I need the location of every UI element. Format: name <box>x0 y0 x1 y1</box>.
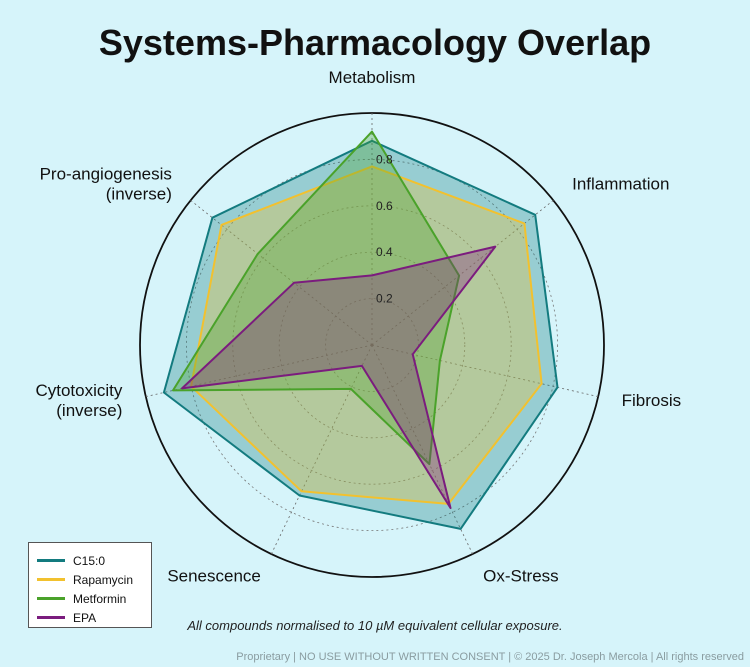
axis-label-5: Cytotoxicity(inverse) <box>35 381 122 420</box>
legend-item-epa: EPA <box>37 608 151 627</box>
legend-swatch-rapamycin <box>37 578 65 581</box>
tick-label-3: 0.8 <box>376 152 393 166</box>
axis-label-0-line-0: Metabolism <box>329 68 416 87</box>
legend-swatch-epa <box>37 616 65 619</box>
tick-label-0: 0.2 <box>376 292 393 306</box>
spoke-1 <box>371 200 554 346</box>
legend-item-metformin: Metformin <box>37 589 151 608</box>
legend-swatch-metformin <box>37 597 65 600</box>
series-epa <box>181 245 497 509</box>
legend-label-epa: EPA <box>73 610 97 625</box>
axis-label-6-line-1: (inverse) <box>106 184 172 203</box>
copyright-notice: Proprietary | NO USE WITHOUT WRITTEN CON… <box>236 651 744 663</box>
axis-label-2: Fibrosis <box>622 391 682 410</box>
radar-series <box>162 130 559 530</box>
chart-title: Systems-Pharmacology Overlap <box>98 22 652 63</box>
axis-label-3-line-0: Ox-Stress <box>483 567 559 586</box>
spoke-5 <box>145 344 373 398</box>
series-c15-0 <box>162 139 559 530</box>
footnote: All compounds normalised to 10 µM equiva… <box>187 618 563 633</box>
legend-label-metformin: Metformin <box>73 591 127 606</box>
grid-ring-0 <box>325 298 419 392</box>
tick-label-2: 0.6 <box>376 199 393 213</box>
axis-label-3: Ox-Stress <box>483 567 559 586</box>
axis-label-1: Inflammation <box>572 174 669 193</box>
axis-label-0: Metabolism <box>329 68 416 87</box>
grid-ring-1 <box>278 251 466 439</box>
grid-ring-2 <box>232 205 512 485</box>
radar-grid <box>139 112 605 578</box>
spoke-3 <box>371 344 474 555</box>
legend-item-rapamycin: Rapamycin <box>37 570 151 589</box>
axis-label-6: Pro-angiogenesis(inverse) <box>40 164 172 203</box>
legend-label-c15: C15:0 <box>73 553 106 568</box>
grid-ring-3 <box>185 158 559 532</box>
legend-label-rapamycin: Rapamycin <box>73 572 134 587</box>
legend-swatch-c15 <box>37 559 65 562</box>
legend-item-c15: C15:0 <box>37 551 151 570</box>
spoke-6 <box>190 200 373 346</box>
axis-label-5-line-1: (inverse) <box>56 401 122 420</box>
axis-label-4-line-0: Senescence <box>167 567 261 586</box>
series-rapamycin <box>190 165 543 505</box>
axis-label-6-line-0: Pro-angiogenesis <box>40 164 172 183</box>
legend: C15:0 Rapamycin Metformin EPA <box>28 542 152 628</box>
axis-label-4: Senescence <box>167 567 261 586</box>
axis-label-1-line-0: Inflammation <box>572 174 669 193</box>
spoke-2 <box>371 344 599 398</box>
axis-label-2-line-0: Fibrosis <box>622 391 682 410</box>
tick-label-1: 0.4 <box>376 245 393 259</box>
axis-label-5-line-0: Cytotoxicity <box>35 381 122 400</box>
radial-ticks: 0.2 0.4 0.6 0.8 <box>376 152 393 305</box>
spoke-4 <box>270 344 373 555</box>
